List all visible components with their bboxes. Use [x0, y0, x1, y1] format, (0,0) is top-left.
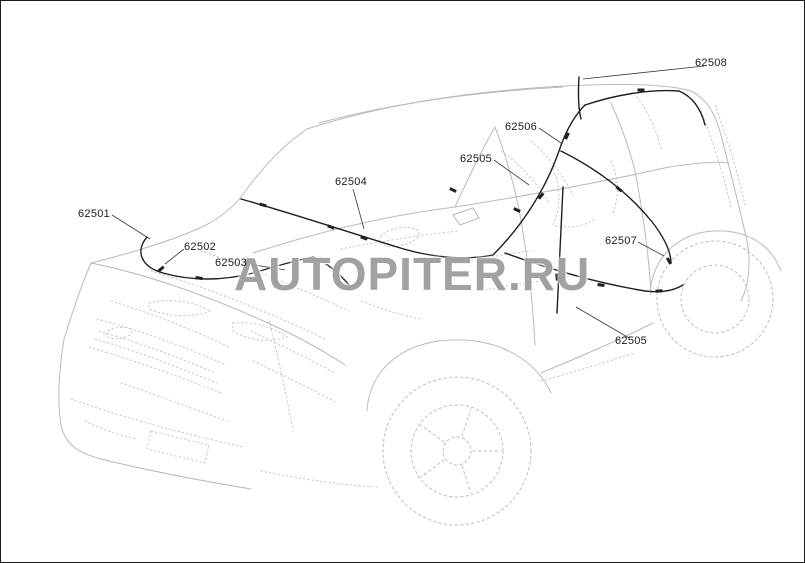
part-label-62507: 62507 — [605, 235, 638, 247]
car-sketch — [58, 83, 782, 526]
watermark: AUTOPITER.RU — [234, 248, 591, 300]
connector-ticks — [157, 88, 673, 293]
part-label-62504: 62504 — [335, 176, 368, 188]
part-label-62503: 62503 — [215, 257, 248, 269]
leader-lines — [111, 65, 705, 339]
part-label-62506: 62506 — [505, 121, 538, 133]
wiring-harness — [140, 76, 706, 314]
part-label-62505-upper: 62505 — [460, 153, 493, 165]
part-label-62502: 62502 — [184, 241, 217, 253]
part-label-62508: 62508 — [695, 57, 728, 69]
part-label-62501: 62501 — [78, 208, 111, 220]
part-label-62505-lower: 62505 — [615, 335, 648, 347]
